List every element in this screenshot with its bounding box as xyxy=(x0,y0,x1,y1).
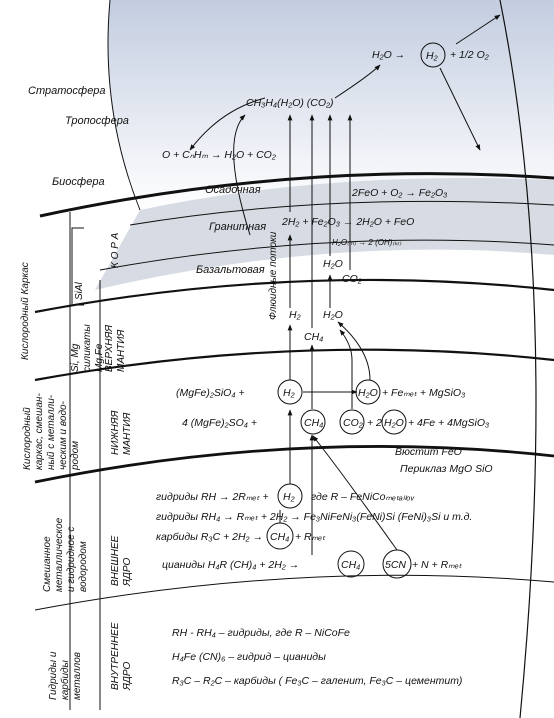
rx-oc1-h2: H₂ xyxy=(283,491,295,503)
rx-bio: O + CₙHₘ → H₂O + CO₂ xyxy=(162,149,276,161)
arrow-tropo-to-strat xyxy=(334,64,381,99)
rx-um-ch4: CH₄ xyxy=(304,331,323,343)
rx-lm2-h2o: H₂O xyxy=(384,417,404,429)
rx-lm1-h2o: H₂O xyxy=(358,387,378,399)
label-mixed-core-1: Смешанное xyxy=(42,536,53,592)
surface-boundary xyxy=(39,172,554,218)
label-hydrides-1: Гидриды и xyxy=(48,651,59,700)
rx-ic2: H₄Fe (CN)₆ – гидрид – цианиды xyxy=(172,651,326,663)
rx-lm2-ch4: CH₄ xyxy=(304,417,323,429)
rx-lm2-co2: CO₂ xyxy=(343,417,363,429)
rx-oc3-ch4: CH₄ xyxy=(270,531,289,543)
rx-strat-h2: H₂ xyxy=(426,50,438,62)
label-mixed-frame-2: каркас, смешан- xyxy=(34,393,45,470)
label-troposphere: Тропосфера xyxy=(65,115,129,127)
upper-mantle-base xyxy=(34,348,554,382)
arrow-co2-to-um xyxy=(339,329,353,409)
atmosphere-sky xyxy=(108,0,554,210)
crust-shading xyxy=(95,178,554,290)
circle-lm1-h2o xyxy=(355,379,381,405)
label-outer-core-2: ЯДРО xyxy=(122,557,133,587)
rx-periclase: Периклаз MgO SiO xyxy=(400,463,493,475)
label-upper-mantle-2: МАНТИЯ xyxy=(116,330,127,372)
label-inner-core-2: ЯДРО xyxy=(122,661,133,691)
granite-base xyxy=(99,239,554,271)
label-hydrides-2: карбиды xyxy=(59,659,71,700)
label-inner-core-1: ВНУТРЕННЕЕ xyxy=(110,622,121,690)
rx-oc2: гидриды RH₄ → Rₘₑₜ + 2H₂ → Fe₃NiFeNi₃(Fe… xyxy=(156,511,472,523)
rx-granite: 2H₂ + Fe₂O₃ → 2H₂O + FeO xyxy=(281,216,414,228)
rx-strat-o2: + 1/2 O₂ xyxy=(450,49,489,61)
crust-base xyxy=(34,278,554,314)
label-silicates: силикаты xyxy=(82,324,93,372)
arrow-strat-escape xyxy=(455,14,501,45)
label-crust: К О Р А xyxy=(110,232,121,268)
rx-ic1: RH - RH₄ – гидриды, где R – NiCoFe xyxy=(172,627,350,639)
crust-bracket xyxy=(71,227,84,306)
rx-lm1-left: (MgFe)₂SiO₄ + xyxy=(176,387,245,399)
rx-sed-feo: 2FeO + O₂ → Fe₂O₃ xyxy=(351,187,447,199)
label-granite: Гранитная xyxy=(209,221,266,233)
rx-tropo: CH₃H₄(H₂O) (CO₂) xyxy=(246,97,334,109)
label-biosphere: Биосфера xyxy=(52,176,105,188)
label-sedimentary: Осадочная xyxy=(205,184,261,196)
label-lower-mantle-2: МАНТИЯ xyxy=(122,413,133,455)
rx-strat-h2o: H₂O → xyxy=(372,49,405,61)
rx-um-h2o: H₂O xyxy=(323,309,343,321)
circle-lm2-co2 xyxy=(339,409,365,435)
circle-lm2-h2o xyxy=(381,409,407,435)
rx-oc3-right: + Rₘₑₜ xyxy=(295,531,326,543)
label-mixed-frame-5: родом xyxy=(70,441,81,471)
lower-mantle-base xyxy=(34,445,554,484)
label-stratosphere: Стратосфера xyxy=(28,85,106,97)
right-boundary-arc xyxy=(499,0,537,718)
outer-core-base xyxy=(34,574,554,611)
rx-granite-oh: H₂O₍ₘ₎ → 2 (OH)₍ₖᵣ₎ xyxy=(332,238,402,247)
circle-strat-h2 xyxy=(420,42,446,68)
circle-oc4-ch4 xyxy=(337,550,365,578)
rx-um-h2: H₂ xyxy=(289,309,301,321)
rx-oc4-right: + N + Rₘₑₜ xyxy=(412,559,463,571)
label-mixed-frame-3: ный с металли- xyxy=(46,394,57,470)
rx-oc3-left: карбиды R₃C + 2H₂ → xyxy=(156,531,263,543)
rx-ic3: R₃C – R₂C – карбиды ( Fe₃C – галенит, Fe… xyxy=(172,675,462,687)
label-mg-fe: Mg,Fe xyxy=(94,343,105,372)
label-outer-core-1: ВНЕШНЕЕ xyxy=(110,535,121,586)
sedimentary-base xyxy=(129,200,554,226)
label-basalt: Базальтовая xyxy=(196,264,265,276)
label-fluid-flows: Флюидные потоки xyxy=(268,231,279,320)
label-lower-mantle-1: НИЖНЯЯ xyxy=(110,410,121,455)
label-oxygen-frame: Кислородный Каркас xyxy=(20,262,31,360)
arrow-granite-loop xyxy=(233,114,251,236)
rx-oc1-left: гидриды RH → 2Rₘₑₜ + xyxy=(156,491,269,503)
circle-lm2-ch4 xyxy=(300,409,326,435)
label-hydrides-3: металлов xyxy=(72,652,83,700)
rx-lm2-right: + 4Fe + 4MgSiO₃ xyxy=(408,417,489,429)
rx-lm1-right: + Feₘₑₜ + MgSiO₃ xyxy=(382,387,465,399)
rx-oc4-ch4: CH₄ xyxy=(341,559,360,571)
label-sial: SiAl xyxy=(74,281,85,300)
label-upper-mantle-1: ВЕРХНЯЯ xyxy=(104,325,115,372)
rx-basalt-h2o: H₂O xyxy=(323,258,343,270)
arrow-strat-down xyxy=(439,67,481,151)
rx-lm1-h2: H₂ xyxy=(283,387,295,399)
label-mixed-core-4: водородом xyxy=(78,541,89,592)
label-si-mg: Si, Mg xyxy=(70,343,81,372)
label-mixed-core-2: металлическое xyxy=(54,517,65,592)
label-mixed-core-3: и гидридное с xyxy=(66,527,77,592)
rx-wustite: Вюстит FeO xyxy=(395,446,462,458)
rx-lm2-left: 4 (MgFe)₂SO₄ + xyxy=(182,417,257,429)
rx-oc4-5cn: 5CN xyxy=(385,559,406,571)
arrow-h2o-to-um xyxy=(337,321,371,381)
atmosphere-boundary-arc xyxy=(107,0,141,211)
rx-oc4-left: цианиды H₄R (CH)₄ + 2H₂ → xyxy=(162,559,299,571)
rx-oc1-right: где R – FeNiCoₘₑₜₐₗₗₒᵥ xyxy=(311,491,415,503)
rx-lm2-plus2: + 2 xyxy=(367,417,382,429)
label-mixed-frame-4: ческим и водо- xyxy=(58,400,69,470)
label-mixed-frame-1: Кислородный xyxy=(22,407,33,470)
rx-basalt-co2: CO₂ xyxy=(342,273,362,285)
arrow-tropo-to-bio xyxy=(189,97,266,151)
arrow-5cn-up xyxy=(312,435,398,551)
